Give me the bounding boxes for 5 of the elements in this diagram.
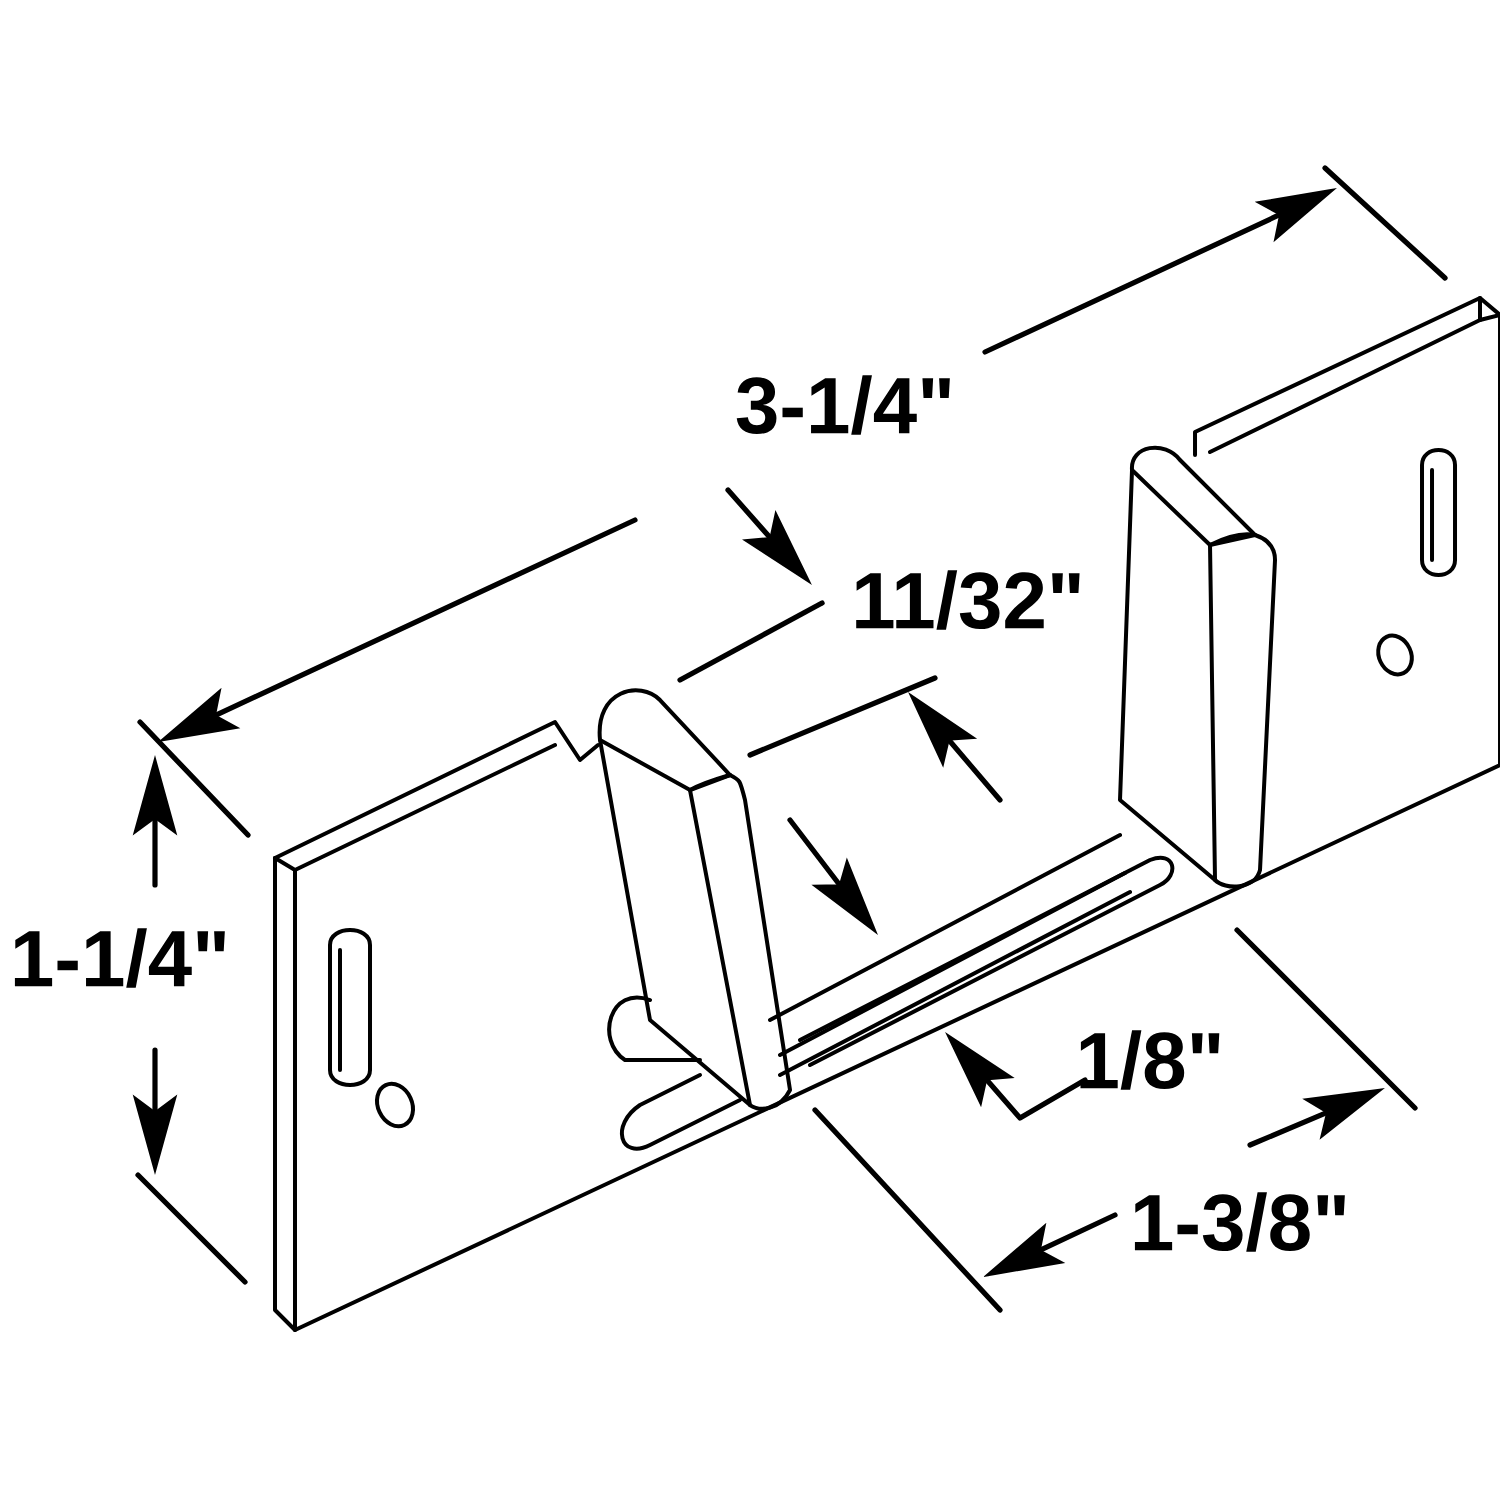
dimension-label: 3-1/4": [736, 375, 950, 435]
dimension-label: 1-1/4": [14, 928, 225, 988]
dimension-label: 1/8": [1080, 1030, 1220, 1090]
dimension-label: 11/32": [856, 570, 1080, 630]
dimension-label: 1-3/8": [1134, 1192, 1345, 1252]
